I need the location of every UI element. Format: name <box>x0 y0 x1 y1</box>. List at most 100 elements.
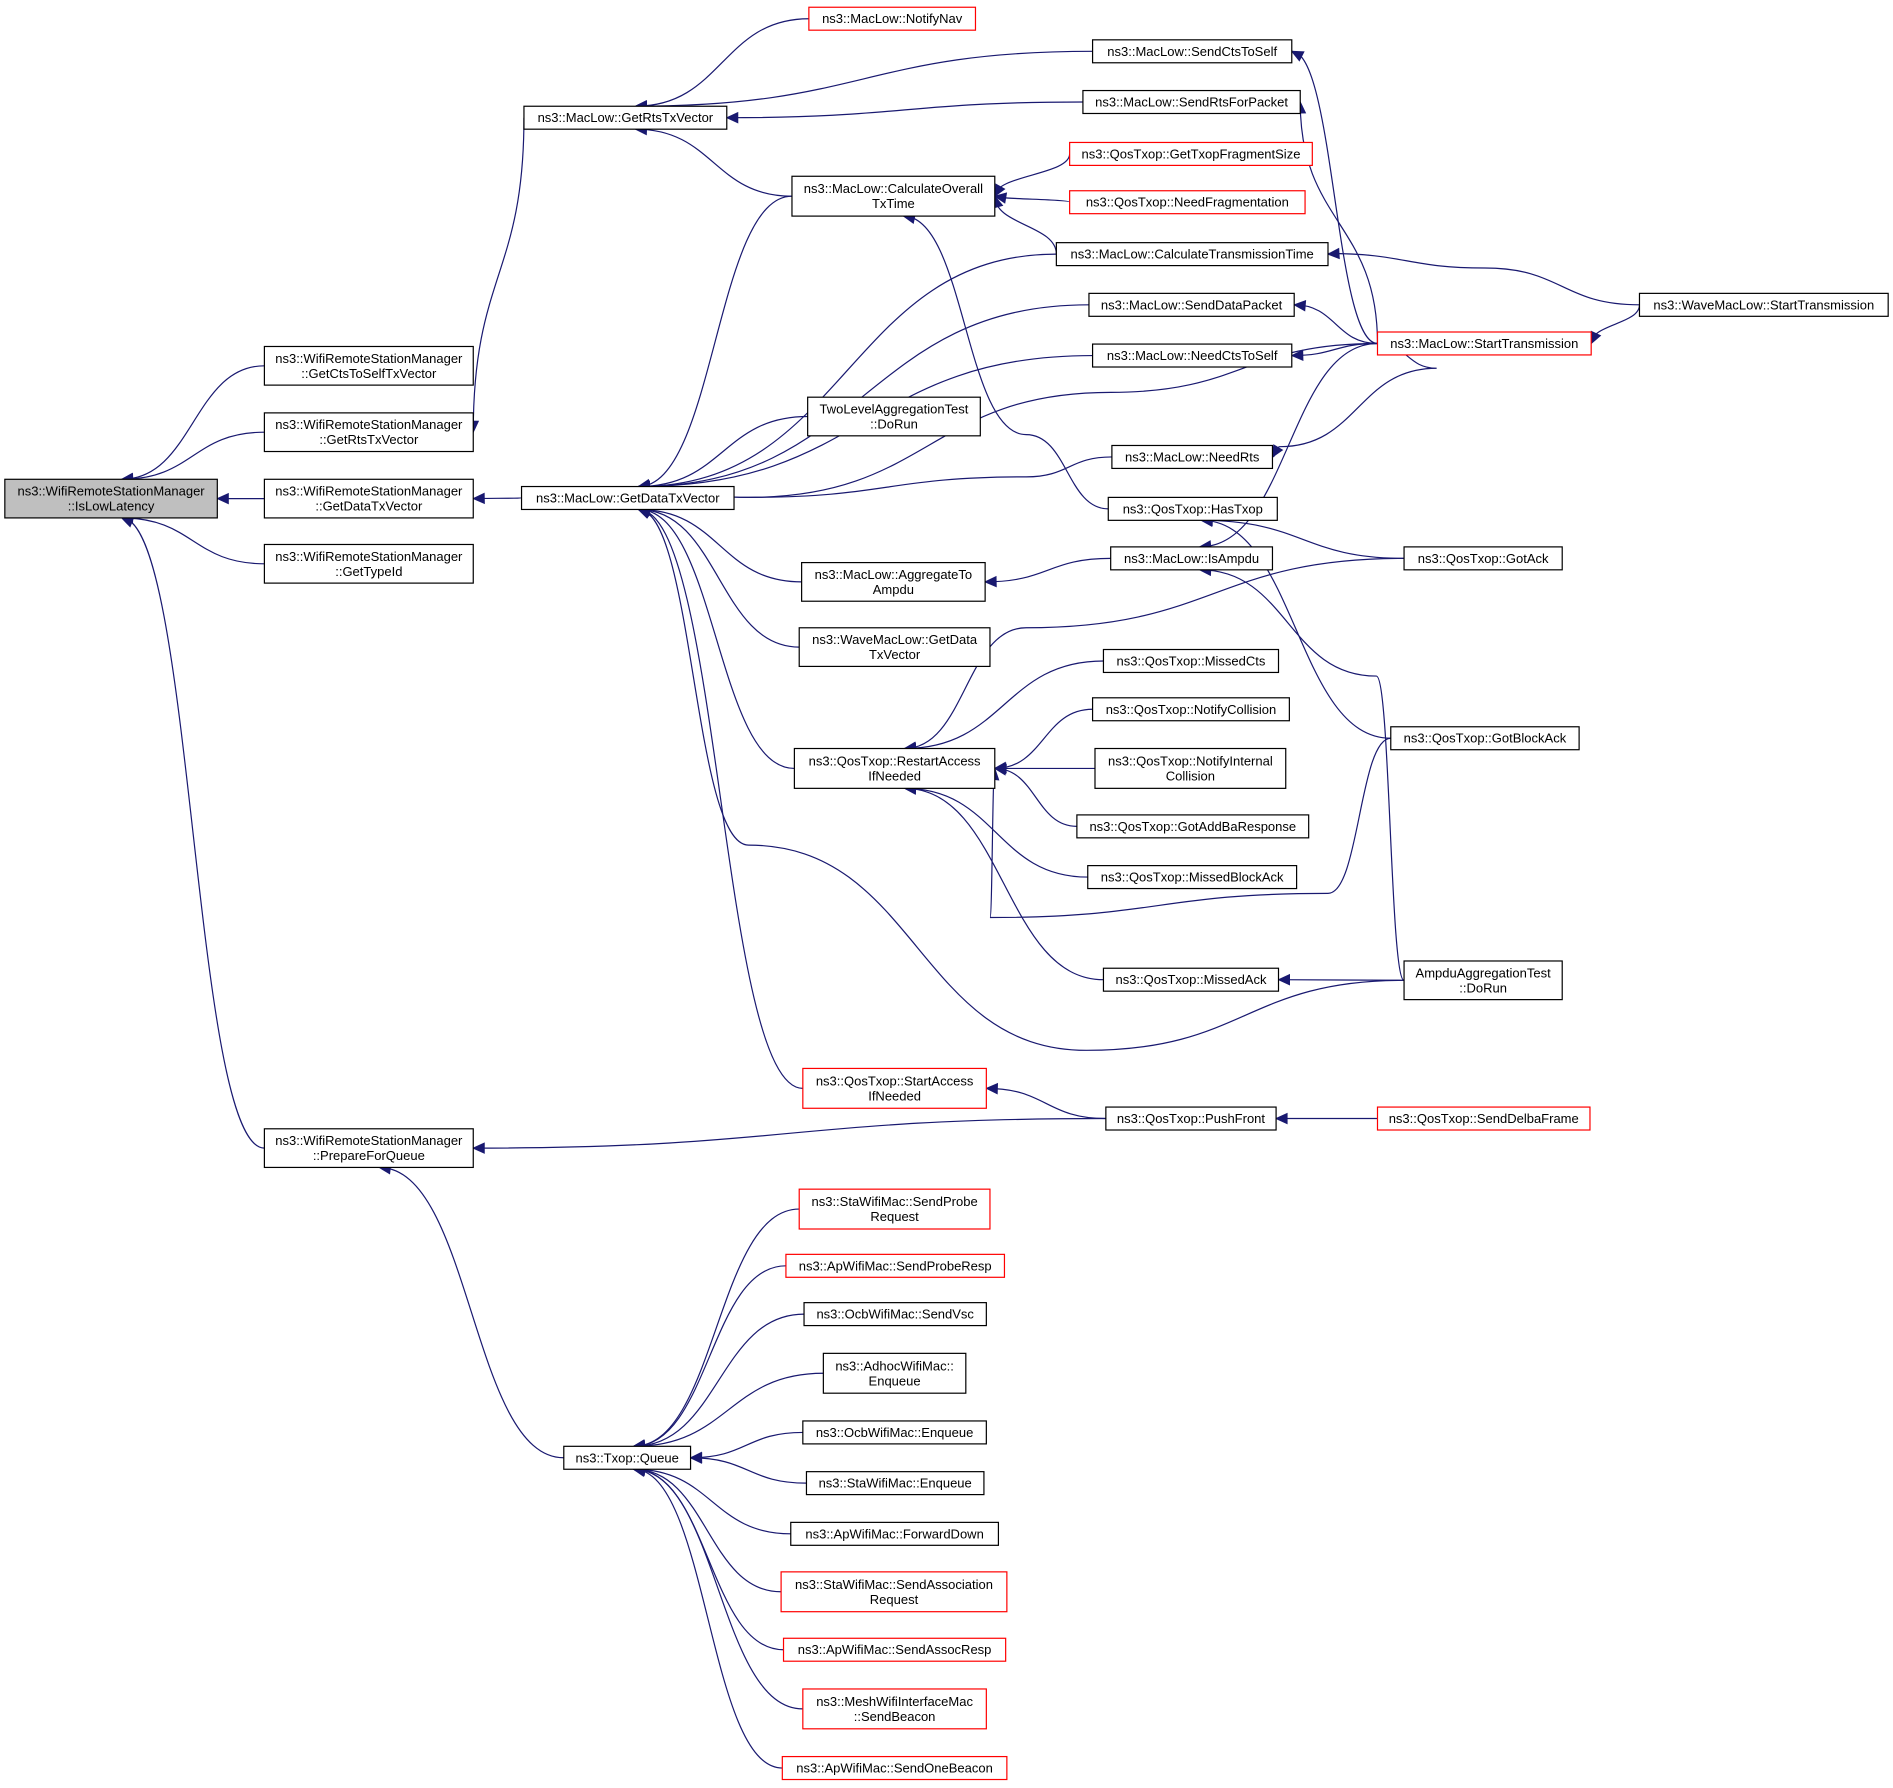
node-missedcts[interactable]: ns3::QosTxop::MissedCts <box>1102 648 1280 674</box>
edge-notifynav-to-macrts <box>635 18 809 107</box>
node-gotblockack[interactable]: ns3::QosTxop::GotBlockAck <box>1390 726 1580 751</box>
node-gotaddba[interactable]: ns3::QosTxop::GotAddBaResponse <box>1076 814 1310 839</box>
edge-senddata-to-macdata <box>638 304 1089 488</box>
node-wavegetdata[interactable]: ns3::WaveMacLow::GetDataTxVector <box>798 627 991 668</box>
node-label-line: ::GetDataTxVector <box>315 499 423 514</box>
node-macrts[interactable]: ns3::MacLow::GetRtsTxVector <box>523 105 728 130</box>
node-box <box>1087 865 1298 890</box>
node-starttrans[interactable]: ns3::MacLow::StartTransmission <box>1376 331 1592 356</box>
edge-restart-to-macdata <box>638 508 795 770</box>
node-pushfront[interactable]: ns3::QosTxop::PushFront <box>1105 1106 1277 1131</box>
node-label-line: ns3::WaveMacLow::GetData <box>812 632 978 647</box>
node-calctrans[interactable]: ns3::MacLow::CalculateTransmissionTime <box>1055 242 1329 267</box>
node-twolevel[interactable]: TwoLevelAggregationTest::DoRun <box>807 396 981 437</box>
node-adhocenq[interactable]: ns3::AdhocWifiMac::Enqueue <box>822 1352 967 1394</box>
node-label-line: ::GetRtsTxVector <box>319 432 419 447</box>
node-label-line: Enqueue <box>869 1373 921 1388</box>
node-box <box>802 1420 987 1445</box>
arrowhead-sendrts-to-macrts <box>725 111 739 124</box>
node-box <box>1111 444 1274 470</box>
edge-layer <box>120 18 1641 1769</box>
node-notifycoll[interactable]: ns3::QosTxop::NotifyCollision <box>1091 697 1290 722</box>
node-label-line: ns3::QosTxop::GotAddBaResponse <box>1089 819 1296 834</box>
edge-txq-to-prepare <box>379 1166 564 1459</box>
edge-missedcts-to-restart <box>904 660 1104 750</box>
node-fragsize[interactable]: ns3::QosTxop::GetTxopFragmentSize <box>1069 141 1313 166</box>
node-box <box>1082 89 1301 115</box>
node-gotack[interactable]: ns3::QosTxop::GotAck <box>1403 546 1563 571</box>
node-label-line: ns3::WifiRemoteStationManager <box>17 484 205 499</box>
node-box <box>790 1521 1000 1546</box>
node-needfrag[interactable]: ns3::QosTxop::NeedFragmentation <box>1069 190 1306 215</box>
node-senddata[interactable]: ns3::MacLow::SendDataPacket <box>1088 292 1295 317</box>
node-typeid[interactable]: ns3::WifiRemoteStationManager::GetTypeId <box>263 543 474 584</box>
node-label-line: ns3::MacLow::SendRtsForPacket <box>1095 95 1288 110</box>
node-needctsself[interactable]: ns3::MacLow::NeedCtsToSelf <box>1091 343 1293 368</box>
node-box <box>1376 1106 1591 1131</box>
edge-twolevel-to-macdata <box>638 415 808 488</box>
node-prepare[interactable]: ns3::WifiRemoteStationManager::PrepareFo… <box>263 1128 474 1169</box>
node-needrts[interactable]: ns3::MacLow::NeedRts <box>1111 444 1274 470</box>
node-notifynav[interactable]: ns3::MacLow::NotifyNav <box>808 6 977 31</box>
node-box <box>1055 242 1329 267</box>
edge-startaccess-to-macdata <box>638 508 803 1089</box>
node-box <box>1102 967 1280 992</box>
node-label-line: IfNeeded <box>868 1088 921 1103</box>
node-sendrts[interactable]: ns3::MacLow::SendRtsForPacket <box>1082 89 1301 115</box>
edge-rtstx-to-root <box>121 431 265 480</box>
node-label-line: ns3::WifiRemoteStationManager <box>275 1133 463 1148</box>
node-meshbeacon[interactable]: ns3::MeshWifiInterfaceMac::SendBeacon <box>802 1688 987 1730</box>
edge-notifycoll-to-restart <box>994 708 1093 770</box>
node-macdata[interactable]: ns3::MacLow::GetDataTxVector <box>520 485 735 511</box>
node-box <box>780 1571 1008 1613</box>
node-box <box>1091 39 1293 64</box>
node-txq[interactable]: ns3::Txop::Queue <box>563 1445 692 1470</box>
node-label-line: ns3::QosTxop::HasTxop <box>1123 501 1263 516</box>
node-ocbenq[interactable]: ns3::OcbWifiMac::Enqueue <box>802 1420 987 1445</box>
node-label-line: ns3::MacLow::AggregateTo <box>815 567 973 582</box>
edge-prepare-to-root <box>121 517 265 1149</box>
node-aponebeacon[interactable]: ns3::ApWifiMac::SendOneBeacon <box>781 1755 1008 1781</box>
arrowhead-starttrans-to-needrts <box>1271 444 1284 458</box>
edge-ocbvsc-to-txq <box>633 1313 805 1447</box>
node-label-line: Request <box>870 1209 919 1224</box>
node-ctsself[interactable]: ns3::WifiRemoteStationManager::GetCtsToS… <box>263 345 474 386</box>
node-wavestart[interactable]: ns3::WaveMacLow::StartTransmission <box>1638 292 1889 317</box>
node-missedack[interactable]: ns3::QosTxop::MissedAck <box>1102 967 1280 992</box>
node-senddelba[interactable]: ns3::QosTxop::SendDelbaFrame <box>1376 1106 1591 1131</box>
node-missedblockack[interactable]: ns3::QosTxop::MissedBlockAck <box>1087 865 1298 890</box>
node-ampdutest[interactable]: AmpduAggregationTest::DoRun <box>1403 960 1563 1001</box>
edge-fragsize-to-calcoverall <box>994 153 1071 197</box>
node-label-line: ns3::WaveMacLow::StartTransmission <box>1653 297 1874 312</box>
node-box <box>263 1128 474 1169</box>
node-rtstx[interactable]: ns3::WifiRemoteStationManager::GetRtsTxV… <box>263 412 474 453</box>
node-label-line: ns3::QosTxop::MissedBlockAck <box>1101 870 1284 885</box>
node-staenq[interactable]: ns3::StaWifiMac::Enqueue <box>805 1471 985 1496</box>
edge-starttrans-to-needctsself <box>1291 342 1378 357</box>
node-root[interactable]: ns3::WifiRemoteStationManager::IsLowLate… <box>4 478 218 519</box>
arrowhead-prepare-to-root <box>120 516 135 528</box>
node-apassocresp[interactable]: ns3::ApWifiMac::SendAssocResp <box>782 1637 1007 1662</box>
edge-hastxop-to-calcoverall <box>903 215 1109 510</box>
node-datatx[interactable]: ns3::WifiRemoteStationManager::GetDataTx… <box>263 478 474 519</box>
node-isampdu[interactable]: ns3::MacLow::IsAmpdu <box>1110 546 1274 571</box>
node-hastxop[interactable]: ns3::QosTxop::HasTxop <box>1107 496 1278 521</box>
node-box <box>808 6 977 31</box>
node-apfwd[interactable]: ns3::ApWifiMac::ForwardDown <box>790 1521 1000 1546</box>
node-ocbvsc[interactable]: ns3::OcbWifiMac::SendVsc <box>803 1302 987 1327</box>
node-approberesp[interactable]: ns3::ApWifiMac::SendProbeResp <box>785 1253 1006 1278</box>
edge-meshbeacon-to-txq <box>633 1468 803 1710</box>
node-label-line: ::IsLowLatency <box>68 499 155 514</box>
node-label-line: ns3::ApWifiMac::ForwardDown <box>805 1526 983 1541</box>
node-box <box>263 345 474 386</box>
node-sendctsself[interactable]: ns3::MacLow::SendCtsToSelf <box>1091 39 1293 64</box>
node-label-line: ns3::ApWifiMac::SendAssocResp <box>798 1642 992 1657</box>
node-label-line: TxTime <box>872 196 915 211</box>
